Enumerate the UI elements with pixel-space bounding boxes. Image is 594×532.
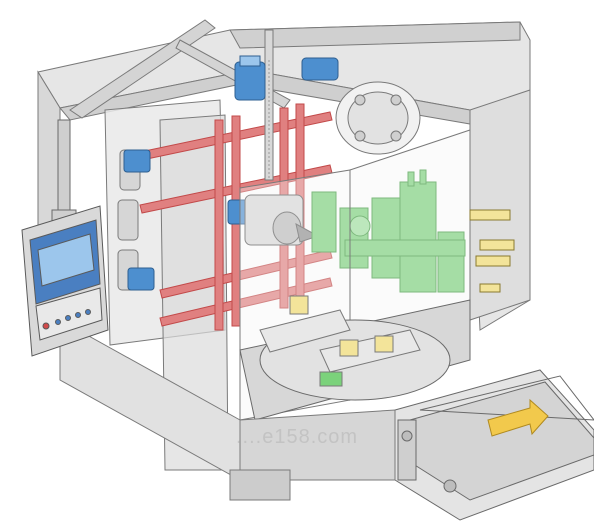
watermark: ....e158.com	[236, 426, 359, 448]
wall-parts	[469, 209, 515, 293]
chip-conveyor	[394, 369, 594, 521]
green-tool-unit	[311, 169, 466, 293]
conveyor-arrow-icon	[487, 398, 549, 437]
tool-magazine-icon	[335, 81, 421, 155]
control-panel-icon	[21, 205, 109, 357]
pallet-icon	[259, 295, 421, 387]
spindle-icon	[244, 194, 320, 246]
ball-screw	[264, 29, 274, 181]
machine-base	[59, 319, 396, 501]
